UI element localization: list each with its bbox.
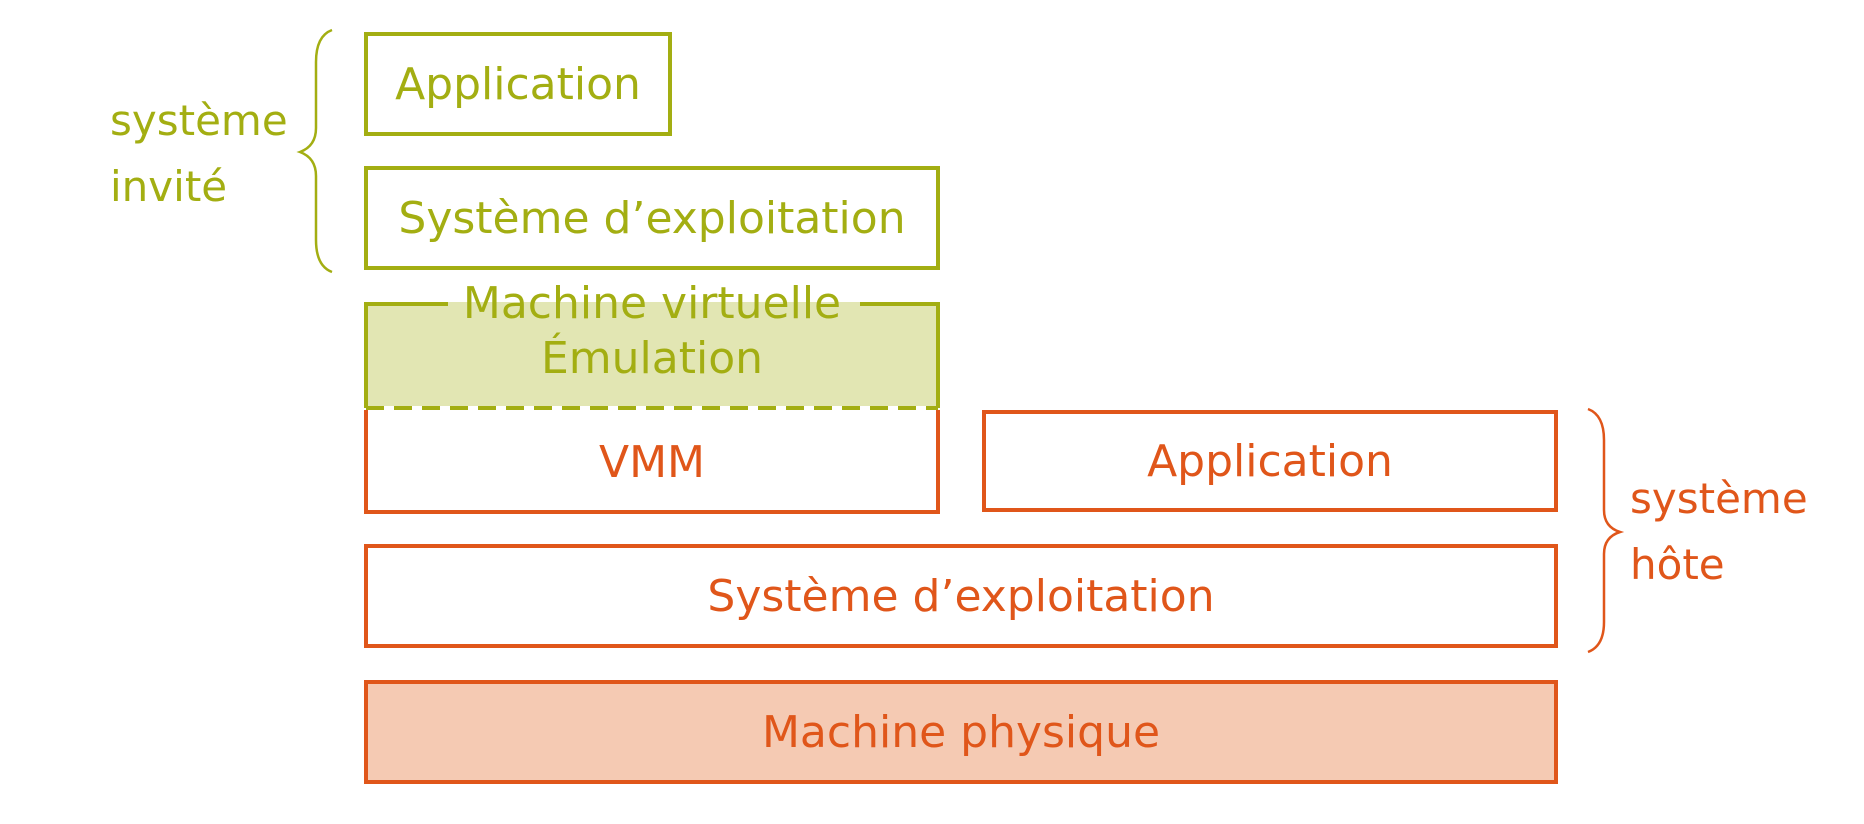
guest-system-label-line1: système [110,96,288,145]
host-system-label: système hôte [1630,466,1808,598]
vmm-label: VMM [598,436,706,488]
guest-system-label: système invité [110,88,288,220]
vmm-box: VMM [364,410,940,514]
virtual-machine-box: Machine virtuelle Émulation [364,278,940,398]
host-application-label: Application [1147,435,1393,487]
guest-os-label: Système d’exploitation [398,192,906,244]
host-os-label: Système d’exploitation [707,570,1215,622]
guest-system-label-line2: invité [110,162,228,211]
guest-os-box: Système d’exploitation [364,166,940,270]
host-system-brace [1587,407,1625,654]
physical-machine-box: Machine physique [364,680,1558,784]
guest-system-brace [296,28,333,274]
virtual-machine-fill [364,302,940,406]
host-system-label-line2: hôte [1630,540,1725,589]
host-application-box: Application [982,410,1558,512]
host-system-label-line1: système [1630,474,1808,523]
guest-application-label: Application [395,58,641,110]
host-os-box: Système d’exploitation [364,544,1558,648]
physical-machine-label: Machine physique [761,706,1161,758]
guest-application-box: Application [364,32,672,136]
virtual-machine-title: Machine virtuelle [462,278,842,329]
virtual-machine-subtitle: Émulation [540,333,764,384]
